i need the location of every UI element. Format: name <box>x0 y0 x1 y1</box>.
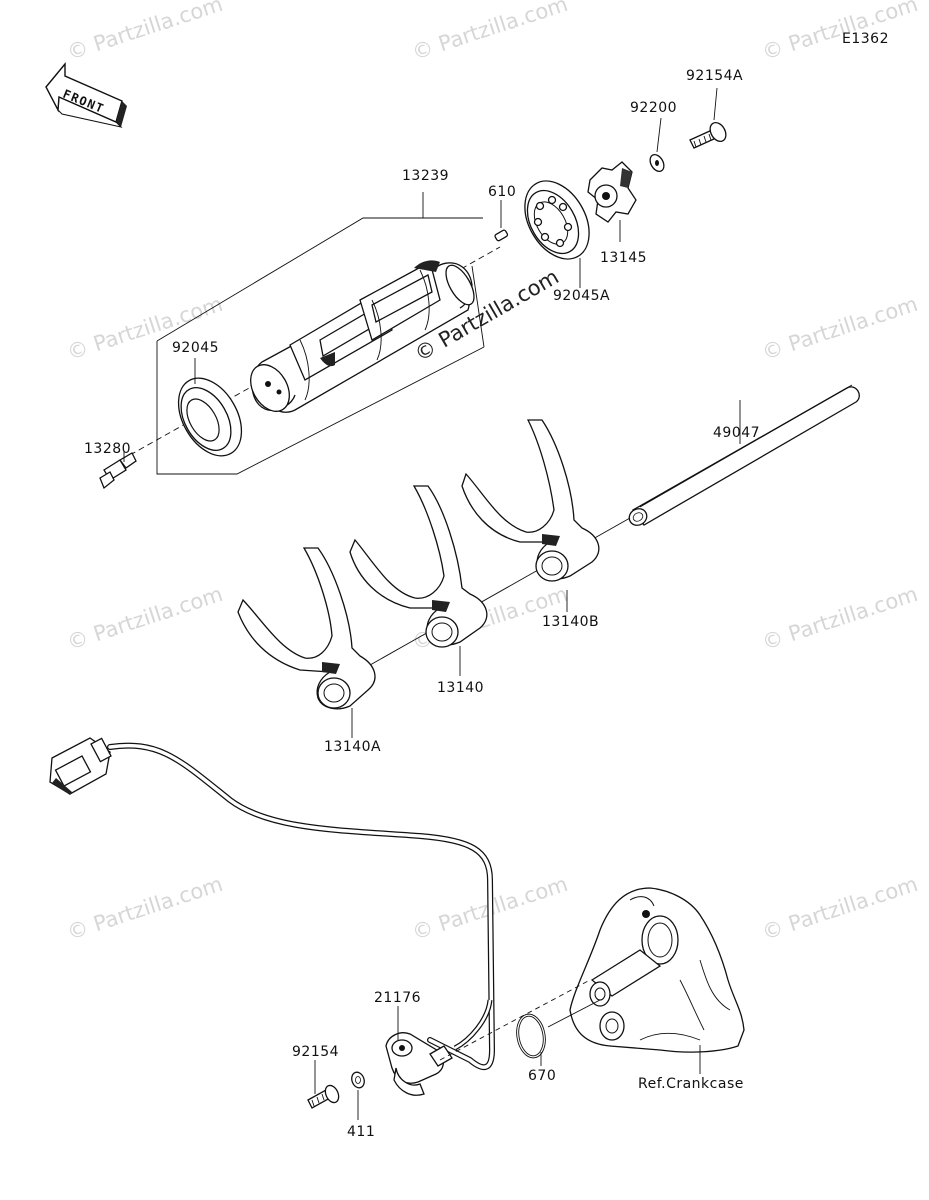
part-labels: 92154A 92200 13239 610 13145 92045A 9204… <box>84 68 760 1140</box>
group-bracket <box>156 341 485 475</box>
shift-fork-13140B[interactable] <box>461 419 600 582</box>
label-92200[interactable]: 92200 <box>630 100 677 116</box>
watermark: © Partzilla.com <box>759 582 921 655</box>
watermark: © Partzilla.com <box>64 872 226 945</box>
label-ref-crankcase[interactable]: Ref.Crankcase <box>638 1076 744 1092</box>
watermarks: © Partzilla.com © Partzilla.com © Partzi… <box>64 0 921 945</box>
crankcase-ref[interactable] <box>569 887 745 1053</box>
bolt-92154A[interactable] <box>689 120 729 149</box>
watermark: © Partzilla.com <box>759 292 921 365</box>
shift-drum[interactable] <box>243 260 480 418</box>
watermark: © Partzilla.com <box>759 0 921 65</box>
bolt-13280[interactable] <box>99 452 137 490</box>
shift-fork-13140[interactable] <box>349 485 488 648</box>
leader-lines-mid <box>351 590 568 738</box>
label-13145[interactable]: 13145 <box>600 250 647 266</box>
diagram-code: E1362 <box>842 31 889 47</box>
label-92045[interactable]: 92045 <box>172 340 219 356</box>
shift-fork-13140A[interactable] <box>237 547 376 710</box>
label-21176[interactable]: 21176 <box>374 990 421 1006</box>
label-670[interactable]: 670 <box>528 1068 556 1084</box>
bolt-92154[interactable] <box>307 1083 341 1109</box>
sensor-harness[interactable] <box>49 737 496 1071</box>
pin-610[interactable] <box>494 229 509 242</box>
gear-position-sensor-21176[interactable] <box>385 1032 453 1096</box>
watermark: © Partzilla.com <box>64 0 226 65</box>
label-49047[interactable]: 49047 <box>713 425 760 441</box>
washer-92200[interactable] <box>647 152 666 174</box>
o-ring-670[interactable] <box>515 1013 548 1059</box>
bearing-92045[interactable] <box>166 367 255 467</box>
washer-411[interactable] <box>350 1070 367 1089</box>
bearing-92045A[interactable] <box>512 170 602 271</box>
label-92154[interactable]: 92154 <box>292 1044 339 1060</box>
leader-lines-top <box>123 87 741 462</box>
shift-rod-49047[interactable] <box>626 384 860 528</box>
watermark: © Partzilla.com <box>759 872 921 945</box>
label-411[interactable]: 411 <box>347 1124 375 1140</box>
label-13140A[interactable]: 13140A <box>324 739 381 755</box>
shift-cam-13145[interactable] <box>587 161 637 223</box>
leader-lines-bottom <box>314 1006 701 1120</box>
label-13140[interactable]: 13140 <box>437 680 484 696</box>
label-92154A[interactable]: 92154A <box>686 68 743 84</box>
label-610[interactable]: 610 <box>488 184 516 200</box>
watermark: © Partzilla.com <box>64 582 226 655</box>
label-13239[interactable]: 13239 <box>402 168 449 184</box>
watermark: © Partzilla.com <box>409 0 571 65</box>
label-92045A[interactable]: 92045A <box>553 288 610 304</box>
label-13280[interactable]: 13280 <box>84 441 131 457</box>
label-13140B[interactable]: 13140B <box>542 614 599 630</box>
group-bracket-top <box>156 217 483 342</box>
front-arrow-icon: FRONT <box>45 62 127 128</box>
